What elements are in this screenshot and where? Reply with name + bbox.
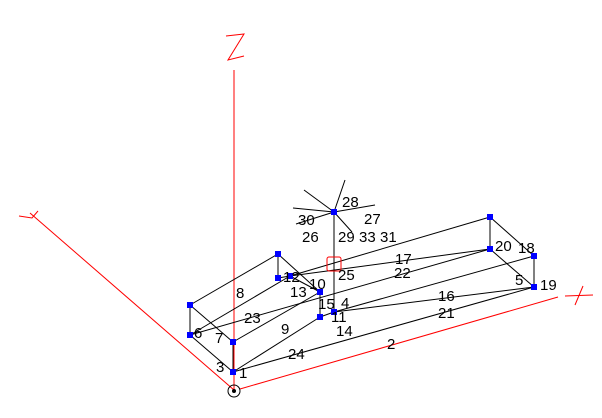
node[interactable] <box>487 246 493 252</box>
node[interactable] <box>287 273 293 279</box>
member-line[interactable] <box>289 216 491 277</box>
x-axis <box>239 296 559 390</box>
member-line[interactable] <box>489 216 535 257</box>
member-label: 24 <box>288 346 305 363</box>
member-label: 21 <box>438 305 455 322</box>
node[interactable] <box>275 275 281 281</box>
node[interactable] <box>531 253 537 259</box>
member-label: 23 <box>244 310 261 327</box>
member-label: 7 <box>215 330 223 347</box>
node[interactable] <box>331 209 337 215</box>
member-label: 11 <box>331 309 347 326</box>
member-label: 20 <box>495 238 512 255</box>
member-label: 30 <box>298 212 315 229</box>
member-label: 9 <box>281 321 289 338</box>
member-line[interactable] <box>289 248 491 277</box>
member-line[interactable] <box>232 291 321 343</box>
member-line[interactable] <box>289 275 321 293</box>
z-axis-label <box>225 33 245 61</box>
member-label: 28 <box>342 194 359 211</box>
node[interactable] <box>275 251 281 257</box>
member-label: 18 <box>518 240 535 257</box>
member-line[interactable] <box>292 207 335 213</box>
member-line[interactable] <box>189 248 491 336</box>
member-line[interactable] <box>489 248 535 288</box>
node[interactable] <box>230 339 236 345</box>
node[interactable] <box>487 214 493 220</box>
member-label: 10 <box>309 276 326 293</box>
node[interactable] <box>187 302 193 308</box>
y-axis <box>29 212 235 391</box>
member-line[interactable] <box>303 189 335 213</box>
member-label: 14 <box>336 323 353 340</box>
member-label: 19 <box>540 277 557 294</box>
member-label: 27 <box>364 211 381 228</box>
member-line[interactable] <box>189 275 291 336</box>
member-label: 6 <box>194 325 202 342</box>
member-line[interactable] <box>333 255 535 313</box>
member-label: 8 <box>236 285 244 302</box>
node[interactable] <box>317 289 323 295</box>
member-line[interactable] <box>333 211 353 233</box>
members <box>189 179 535 373</box>
member-line[interactable] <box>189 334 234 373</box>
member-label: 26 <box>302 229 319 246</box>
global-axes: Z Y X <box>18 33 594 398</box>
member-label: 29 <box>338 229 355 246</box>
member-line[interactable] <box>189 253 279 306</box>
node[interactable] <box>187 332 193 338</box>
node[interactable] <box>331 309 337 315</box>
member-label: 5 <box>515 272 523 289</box>
member-label: 3 <box>216 359 224 376</box>
member-line[interactable] <box>295 211 335 225</box>
member-label: 1 <box>239 365 247 382</box>
node[interactable] <box>317 314 323 320</box>
member-label: 12 <box>283 269 300 286</box>
x-axis-label <box>564 285 594 306</box>
member-line[interactable] <box>189 304 234 343</box>
member-line[interactable] <box>333 204 376 213</box>
member-line[interactable] <box>232 286 535 373</box>
origin-circle-icon <box>227 384 241 398</box>
member-label: 25 <box>338 267 355 284</box>
member-line[interactable] <box>333 286 535 313</box>
selected-node-square-icon[interactable] <box>326 256 342 272</box>
nodes <box>187 209 537 375</box>
member-label: 13 <box>290 284 307 301</box>
member-label: 4 <box>341 295 349 312</box>
member-label: 33 <box>359 229 376 246</box>
member-label: 15 <box>318 296 335 313</box>
member-line[interactable] <box>232 316 321 373</box>
member-label: 16 <box>438 288 455 305</box>
member-label: 2 <box>387 336 395 353</box>
y-axis-label <box>18 210 39 219</box>
member-label: 31 <box>380 229 397 246</box>
node[interactable] <box>230 369 236 375</box>
member-label: 17 <box>395 251 412 268</box>
member-line[interactable] <box>333 179 346 213</box>
member-label: 22 <box>394 265 411 282</box>
node[interactable] <box>531 284 537 290</box>
